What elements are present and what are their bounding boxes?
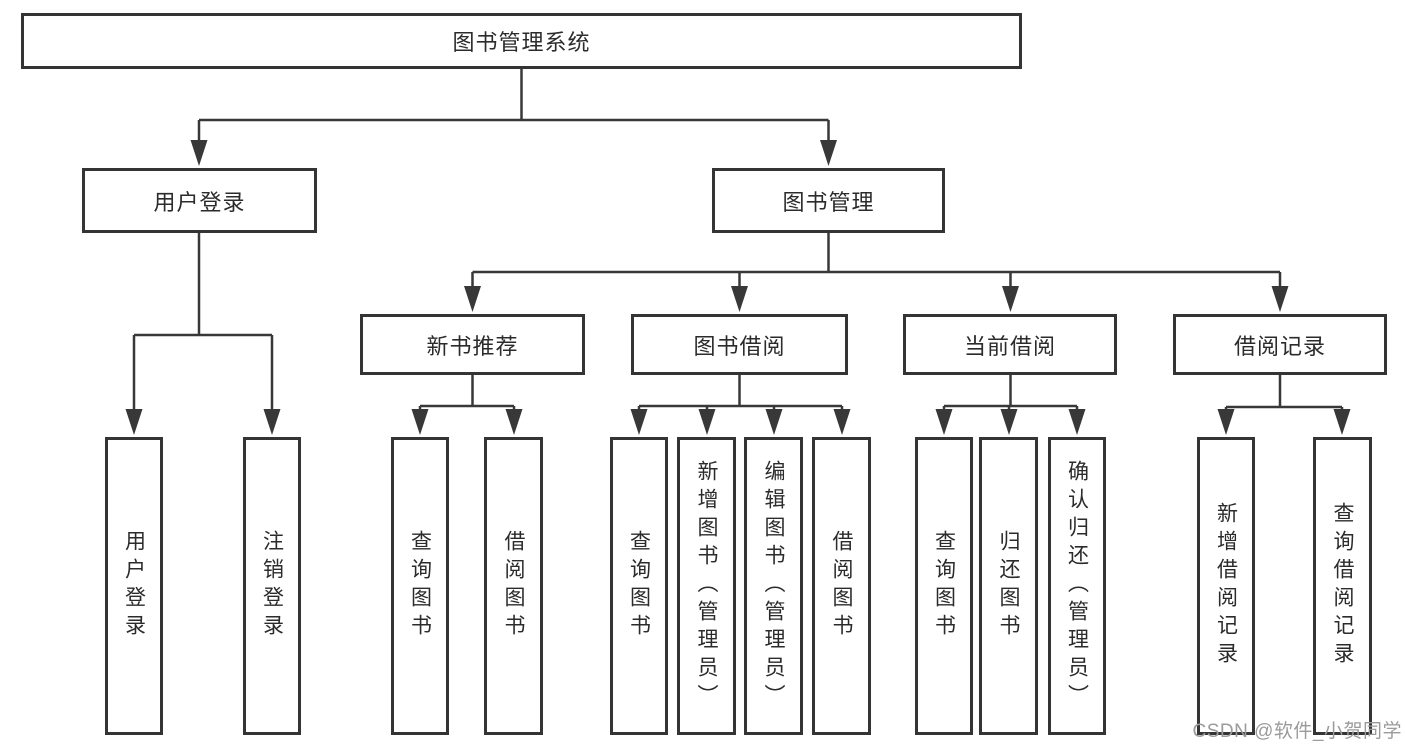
node-library-management-system: 图书管理系统 <box>21 13 1022 69</box>
arrowheads <box>125 140 1351 435</box>
leaf-current-confirm-return-admin: 确认归还（管理员） <box>1048 437 1106 735</box>
arrowhead <box>1002 286 1019 312</box>
arrowhead <box>1271 286 1289 312</box>
leaf-borrowing-edit-books-admin: 编辑图书（管理员） <box>744 437 803 735</box>
leaf-logout-login: 注销登录 <box>243 437 301 735</box>
arrowhead <box>190 140 208 166</box>
node-new-book-recommendation: 新书推荐 <box>360 314 585 375</box>
arrowhead <box>411 409 429 435</box>
leaf-borrowing-add-books-admin: 新增图书（管理员） <box>677 437 736 735</box>
arrowhead <box>1000 409 1018 435</box>
leaf-current-query-books: 查询图书 <box>915 437 973 735</box>
leaf-borrowing-query-books: 查询图书 <box>610 437 668 735</box>
arrowhead <box>765 409 783 435</box>
leaf-records-query-borrow-record: 查询借阅记录 <box>1313 437 1372 735</box>
node-book-borrowing: 图书借阅 <box>631 314 848 375</box>
node-user-login: 用户登录 <box>82 168 317 233</box>
arrowhead <box>731 286 748 312</box>
arrowhead <box>630 409 648 435</box>
arrowhead <box>505 409 523 435</box>
arrowhead <box>833 409 851 435</box>
leaf-user-login: 用户登录 <box>105 437 163 735</box>
arrowhead <box>935 409 953 435</box>
arrowhead <box>1217 409 1235 435</box>
arrowhead <box>1068 409 1086 435</box>
arrowhead <box>125 409 143 435</box>
arrowhead <box>820 140 837 166</box>
leaf-recommend-query-books: 查询图书 <box>391 437 449 735</box>
csdn-watermark: CSDN @软件_小贺同学 <box>1192 721 1402 742</box>
leaf-records-add-borrow-record: 新增借阅记录 <box>1197 437 1255 735</box>
node-current-borrowing: 当前借阅 <box>903 314 1117 375</box>
leaf-recommend-borrow-books: 借阅图书 <box>484 437 543 735</box>
leaf-borrowing-borrow-books: 借阅图书 <box>812 437 871 735</box>
node-book-management: 图书管理 <box>712 168 945 233</box>
leaf-current-return-books: 归还图书 <box>979 437 1038 735</box>
node-borrowing-records: 借阅记录 <box>1173 314 1387 375</box>
arrowhead <box>698 409 716 435</box>
arrowhead <box>263 409 281 435</box>
arrowhead <box>1333 409 1351 435</box>
arrowhead <box>464 286 481 312</box>
